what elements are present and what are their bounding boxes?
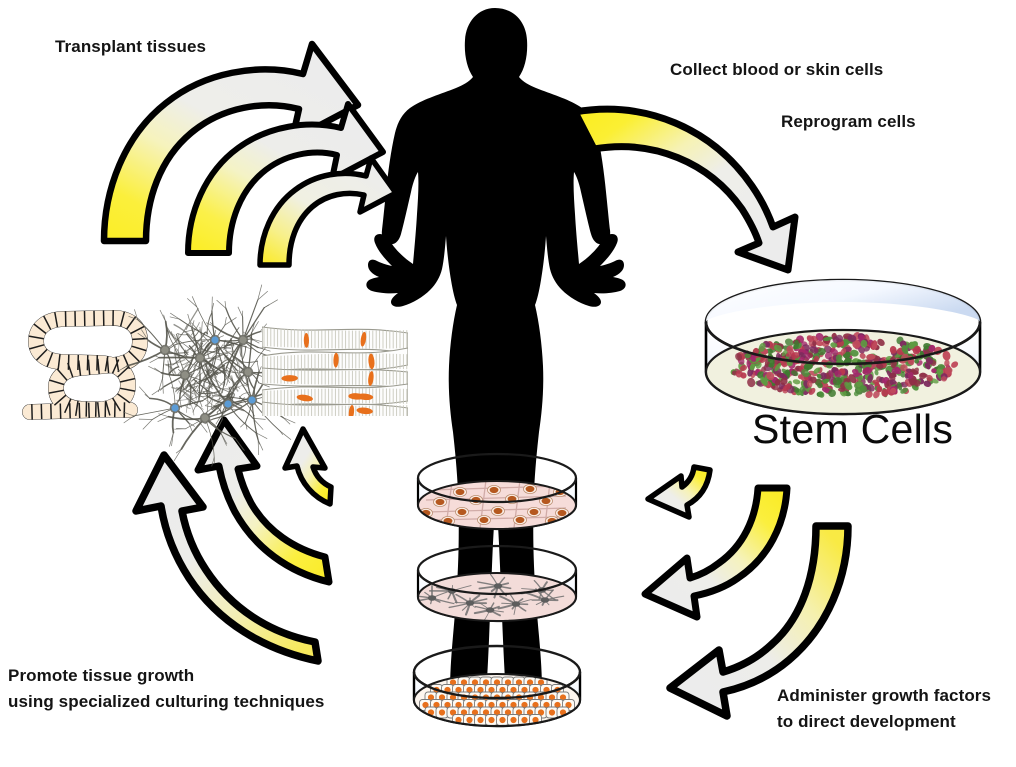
label-collect-cells: Collect blood or skin cells [670, 60, 884, 79]
culture-dish-3 [412, 644, 582, 728]
growth-factor-arrows [641, 464, 852, 720]
label-promote-growth-line1: Promote tissue growth [8, 666, 195, 685]
tissue-neural [117, 284, 296, 467]
label-transplant-tissues: Transplant tissues [55, 37, 207, 56]
label-administer-factors-line2: to direct development [777, 712, 956, 731]
tissue-muscle [262, 326, 408, 416]
dish-3-contents [419, 676, 575, 726]
label-administer-factors-line1: Administer growth factors [777, 686, 992, 705]
dish-2-contents [418, 573, 565, 621]
transplant-arrow-medium [185, 101, 386, 256]
culture-dish-1 [416, 452, 578, 531]
growth-arrow-medium [641, 484, 791, 621]
stem-cell-dish [704, 278, 982, 416]
promote-arrow-small [282, 426, 334, 507]
growth-arrow-small [645, 464, 713, 520]
promote-arrow-large [132, 451, 322, 665]
patient-silhouette [366, 8, 626, 712]
label-promote-growth-line2: using specialized culturing techniques [8, 692, 325, 711]
culture-dish-2 [416, 544, 578, 623]
label-reprogram-cells: Reprogram cells [781, 112, 916, 131]
growth-arrow-large [666, 522, 852, 720]
stem-cell-colony [730, 332, 959, 399]
transplant-arrows [100, 40, 399, 268]
promote-arrow-medium [194, 416, 333, 586]
collect-reprogram-arrow [571, 105, 799, 274]
transplant-arrow-small [257, 155, 399, 268]
promote-tissue-arrows [132, 416, 334, 665]
tissue-epithelial-tube [22, 310, 148, 420]
transplant-arrow-large [100, 40, 362, 245]
label-stem-cells: Stem Cells [752, 406, 954, 452]
